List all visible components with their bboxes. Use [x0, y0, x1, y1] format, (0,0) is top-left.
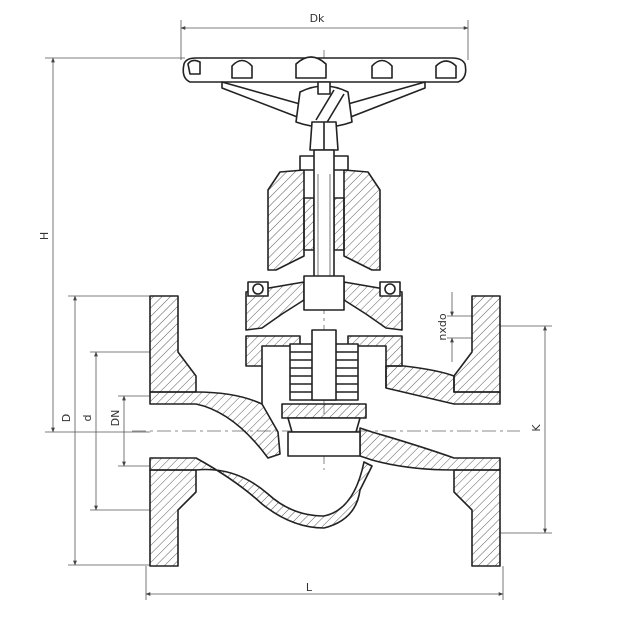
bonnet: [245, 149, 403, 433]
dim-label-dk: Dk: [310, 12, 325, 25]
dim-label-k: K: [530, 424, 543, 432]
dim-label-l: L: [306, 581, 313, 594]
dimension-labels: Dk H D d DN nxdo K L: [38, 12, 543, 594]
dim-label-nxdo: nxdo: [436, 313, 449, 340]
dimension-lines: [45, 20, 552, 600]
dim-label-h: H: [38, 232, 51, 240]
valve-body: [149, 295, 501, 567]
handwheel: [182, 56, 467, 151]
dim-label-d-outer: D: [60, 414, 73, 422]
bellows: [289, 329, 359, 401]
dim-label-dn: DN: [109, 410, 122, 427]
dim-label-d-bolt: d: [81, 415, 94, 422]
